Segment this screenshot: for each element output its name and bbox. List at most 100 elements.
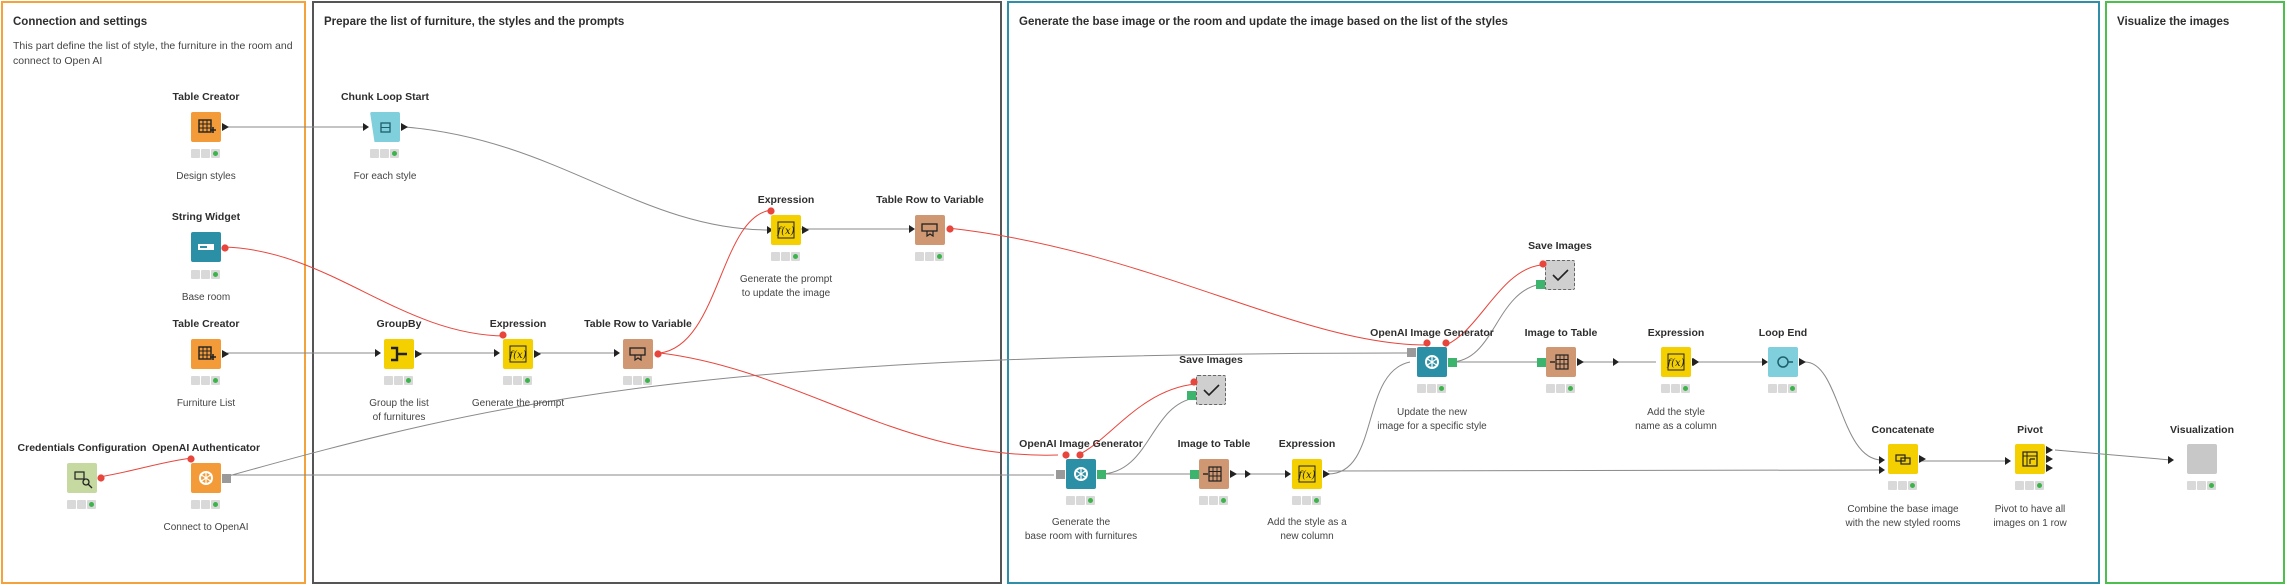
node-label: Add the style as a new column — [1267, 517, 1347, 542]
node-label: Add the style name as a column — [1635, 407, 1717, 432]
output-port[interactable] — [1577, 358, 1585, 366]
image-input-port[interactable] — [1537, 358, 1546, 367]
connection-input-port[interactable] — [1056, 470, 1065, 479]
variable-output-port[interactable] — [97, 474, 105, 482]
output-port[interactable] — [1919, 455, 1927, 463]
node-openai-authenticator[interactable] — [187, 455, 231, 493]
edge-n16-n17 — [1449, 283, 1542, 363]
output-port[interactable] — [1230, 470, 1238, 478]
variable-input-port[interactable] — [1423, 339, 1431, 347]
variable-input-port[interactable] — [499, 331, 507, 339]
data-edges — [224, 126, 2172, 478]
node-title: Image to Table — [1177, 438, 1251, 450]
loop-end-icon — [1768, 347, 1798, 377]
node-label: Furniture List — [176, 398, 236, 409]
var-edge-n9-n10 — [659, 209, 773, 354]
output-port[interactable] — [802, 226, 810, 234]
pivot-icon — [2015, 444, 2045, 474]
variable-input-port[interactable] — [1062, 451, 1070, 459]
node-image-to-table-styled[interactable] — [1537, 347, 1584, 377]
variable-output-port[interactable] — [1076, 451, 1084, 459]
table-creator-icon — [191, 112, 221, 142]
node-title: Save Images — [1179, 354, 1243, 366]
openai-icon — [1066, 459, 1096, 489]
node-expression-style-name[interactable]: f(x) — [1661, 347, 1699, 377]
node-table-row-to-variable-1[interactable] — [623, 339, 662, 369]
output-port[interactable] — [534, 350, 542, 358]
node-save-images-styled[interactable] — [1536, 260, 1575, 290]
node-label: Group the list of furnitures — [369, 398, 429, 423]
node-label: For each style — [353, 171, 417, 182]
variable-input-port[interactable] — [1539, 260, 1547, 268]
node-label: Generate the prompt — [471, 398, 565, 409]
node-chunk-loop-start[interactable] — [370, 112, 408, 142]
row-to-variable-icon — [915, 215, 945, 245]
save-images-icon — [1545, 260, 1575, 290]
node-concatenate[interactable] — [1888, 444, 1926, 474]
node-table-creator-furniture[interactable] — [191, 339, 229, 369]
var-edge-n2-n8 — [223, 246, 506, 337]
node-openai-image-generator-update[interactable] — [1407, 339, 1457, 377]
svg-text:f(x): f(x) — [508, 350, 526, 361]
annotation-prepare: Prepare the list of furniture, the style… — [312, 1, 1002, 584]
node-title: Expression — [489, 318, 547, 330]
node-table-creator-design-styles[interactable] — [191, 112, 229, 142]
node-expression-style-column[interactable]: f(x) — [1292, 459, 1330, 489]
node-title: OpenAI Image Generator — [1019, 438, 1143, 450]
variable-edges — [98, 209, 1542, 478]
node-credentials-configuration[interactable] — [67, 463, 105, 493]
connection-output-port[interactable] — [222, 474, 231, 483]
annotation-title: Prepare the list of furniture, the style… — [324, 16, 625, 28]
expression-icon: f(x) — [1292, 459, 1322, 489]
output-port[interactable] — [222, 123, 230, 131]
annotation-generate: Generate the base image or the room and … — [1007, 1, 2100, 584]
variable-output-port[interactable] — [946, 225, 954, 233]
variable-output-port[interactable] — [654, 350, 662, 358]
image-output-port[interactable] — [1448, 358, 1457, 367]
node-title: Expression — [1278, 438, 1336, 450]
connection-input-port[interactable] — [1407, 348, 1416, 357]
output-port[interactable] — [401, 123, 409, 131]
image-input-port[interactable] — [1190, 470, 1199, 479]
node-save-images-base[interactable] — [1187, 375, 1226, 405]
output-port[interactable] — [222, 350, 230, 358]
var-edge-n16-n17 — [1445, 264, 1542, 346]
node-status — [370, 149, 400, 158]
node-table-row-to-variable-2[interactable] — [915, 215, 954, 245]
node-title: String Widget — [171, 211, 241, 223]
node-image-to-table-base[interactable] — [1190, 459, 1237, 489]
concatenate-icon — [1888, 444, 1918, 474]
output-port[interactable] — [1323, 470, 1331, 478]
var-edge-n4-n5 — [98, 457, 193, 478]
variable-input-port[interactable] — [767, 207, 775, 215]
edge-n12-n13 — [1099, 397, 1196, 475]
node-openai-image-generator-base[interactable] — [1056, 451, 1106, 489]
output-port[interactable] — [2046, 464, 2054, 472]
variable-output-port[interactable] — [221, 244, 229, 252]
expression-icon: f(x) — [1661, 347, 1691, 377]
output-port[interactable] — [2046, 446, 2054, 454]
node-loop-end[interactable] — [1768, 347, 1806, 377]
output-port[interactable] — [2046, 455, 2054, 463]
variable-output-port[interactable] — [1442, 339, 1450, 347]
node-visualization[interactable] — [2187, 444, 2217, 474]
image-input-port[interactable] — [1187, 391, 1196, 400]
node-string-widget[interactable] — [191, 232, 229, 262]
variable-input-port[interactable] — [187, 455, 195, 463]
node-pivot[interactable] — [2015, 444, 2053, 474]
node-status — [1199, 496, 1229, 505]
node-label: Connect to OpenAI — [163, 522, 249, 533]
image-output-port[interactable] — [1097, 470, 1106, 479]
variable-input-port[interactable] — [1190, 378, 1198, 386]
output-port[interactable] — [415, 350, 423, 358]
output-port[interactable] — [1692, 358, 1700, 366]
node-expression-update-prompt[interactable]: f(x) — [767, 207, 809, 245]
image-input-port[interactable] — [1536, 280, 1545, 289]
svg-text:f(x): f(x) — [776, 226, 794, 237]
node-groupby[interactable] — [384, 339, 422, 369]
output-port[interactable] — [1799, 358, 1807, 366]
table-creator-icon — [191, 339, 221, 369]
node-title: OpenAI Image Generator — [1370, 327, 1494, 339]
annotation-title: Visualize the images — [2117, 16, 2230, 28]
node-expression-prompt[interactable]: f(x) — [499, 331, 541, 369]
